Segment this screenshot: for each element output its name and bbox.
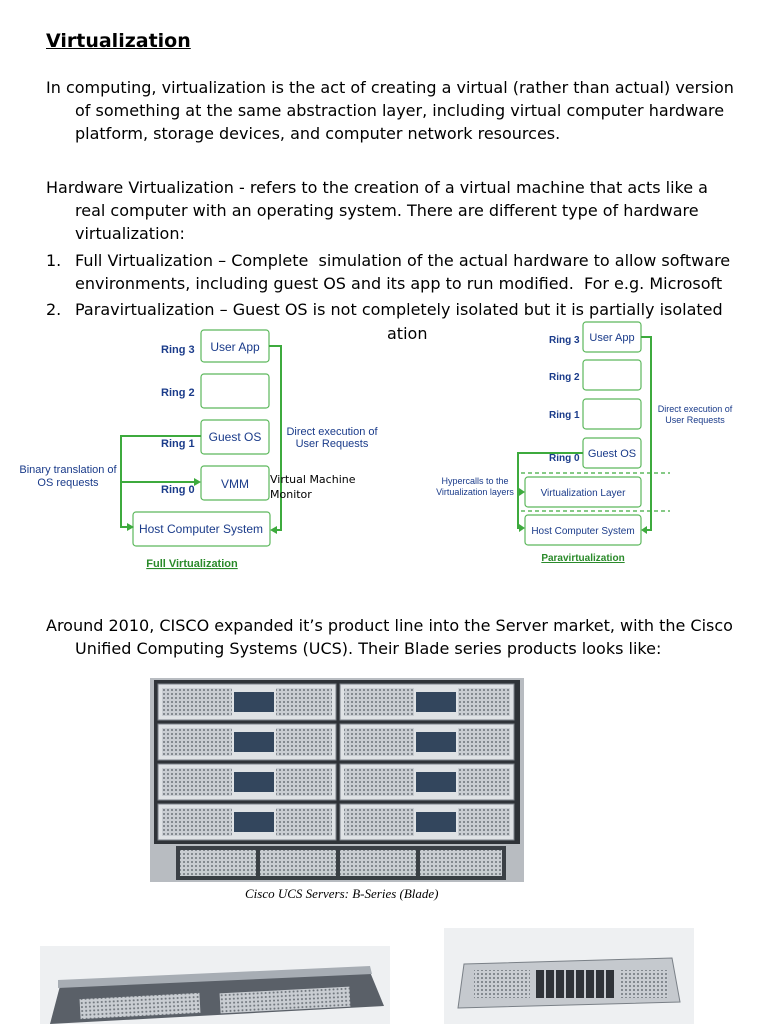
para-virt-layer-label: Virtualization Layer [541,488,627,499]
intro-paragraph: In computing, virtualization is the act … [46,76,736,145]
para-ring-1-label: Ring 1 [549,410,580,421]
list-text: Paravirtualization – Guest OS is not com… [75,300,723,319]
full-caption: Full Virtualization [146,558,238,570]
full-vmm-label: VMM [221,477,249,491]
page-title: Virtualization [46,30,191,52]
hw-paragraph: Hardware Virtualization - refers to the … [46,176,736,245]
para-ring2-box [582,359,642,391]
rack-server-photo [444,928,694,1024]
intro-line-1: In computing, virtualization is the act … [46,78,734,97]
full-user-app-label: User App [210,340,260,354]
full-direct-exec-1: Direct execution of [286,426,378,438]
para-ring-3-label: Ring 3 [549,335,580,346]
photo-caption: Cisco UCS Servers: B-Series (Blade) [245,886,439,901]
full-ring2-box [200,373,270,409]
intro-rest: of something at the same abstraction lay… [75,101,725,143]
para-direct-exec-1: Direct execution of [658,404,733,414]
para-hypercalls-2: Virtualization layers [436,487,514,497]
list-item-paravirtualization: 2. Paravirtualization – Guest OS is not … [46,298,736,321]
overflow-fragment: ation [387,324,428,343]
full-ring-1-label: Ring 1 [161,438,195,450]
cisco-line-1: Around 2010, CISCO expanded it’s product… [46,616,733,635]
cisco-rest: Unified Computing Systems (UCS). Their B… [75,639,662,658]
full-host-label: Host Computer System [139,522,263,536]
cisco-ucs-chassis-photo [150,678,524,882]
full-guest-os-label: Guest OS [209,430,262,444]
para-host-label: Host Computer System [531,526,634,537]
full-binary-1: Binary translation of [19,464,117,476]
para-ring-0-label: Ring 0 [549,453,580,464]
list-number: 1. [46,251,62,270]
full-vmm-box [200,465,270,501]
blade-server-photo [40,946,390,1024]
full-virtualization-diagram: Ring 3 Ring 2 Ring 1 Ring 0 User App Gue… [0,320,390,570]
list-item-full-virtualization: 1. Full Virtualization – Complete simula… [46,249,736,295]
para-guest-os-label: Guest OS [588,448,636,460]
full-binary-2: OS requests [37,477,99,489]
para-ring-2-label: Ring 2 [549,372,580,383]
para-user-app-label: User App [589,332,634,344]
cisco-paragraph: Around 2010, CISCO expanded it’s product… [46,614,736,660]
list-text: Full Virtualization – Complete simulatio… [75,251,731,293]
full-ring-3-label: Ring 3 [161,344,195,356]
full-direct-exec-2: User Requests [296,438,369,450]
hw-line-1: Hardware Virtualization - refers to the … [46,178,708,197]
para-ring1-box [582,398,642,430]
vmm-note: Virtual Machine Monitor [270,473,356,501]
full-ring-2-label: Ring 2 [161,387,195,399]
list-number: 2. [46,300,62,319]
para-hypercalls-1: Hypercalls to the [441,476,508,486]
paravirtualization-diagram: Ring 3 Ring 2 Ring 1 Ring 0 User App Gue… [436,321,733,564]
para-caption: Paravirtualization [541,553,624,564]
para-direct-exec-2: User Requests [665,415,725,425]
hw-rest: real computer with an operating system. … [75,201,699,243]
full-ring-0-label: Ring 0 [161,484,195,496]
full-host-box [132,511,271,547]
